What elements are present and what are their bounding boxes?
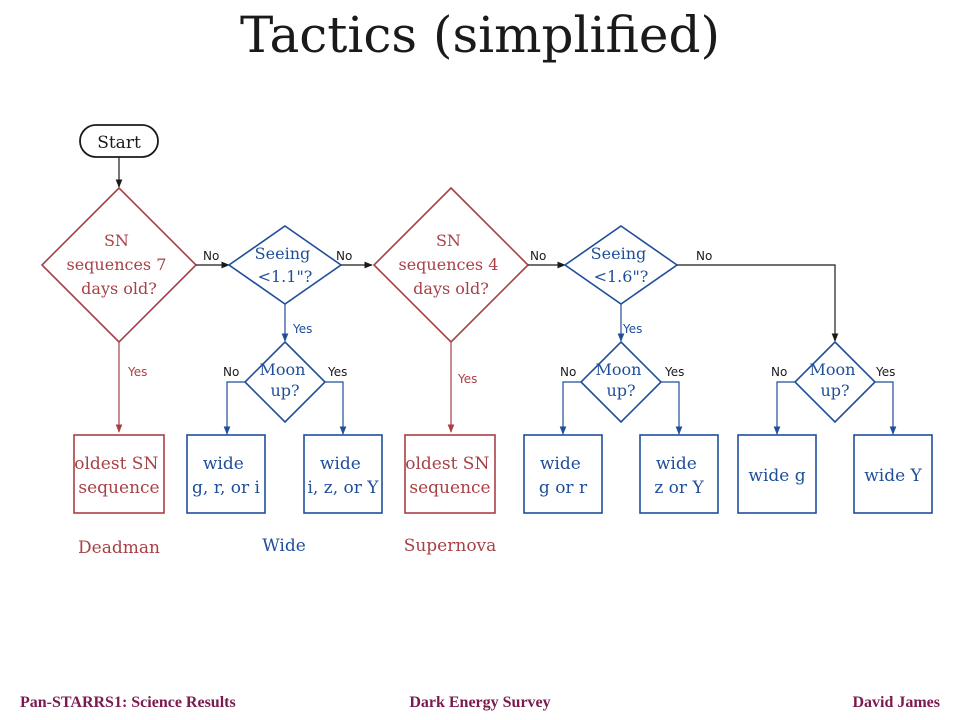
decision-seeing-1-line-2: <1.1"? xyxy=(258,267,313,286)
footer-left: Pan-STARRS1: Science Results xyxy=(20,694,236,711)
edge-seeing1-yes-label: Yes xyxy=(292,322,312,336)
box-wide-Y: wide Y xyxy=(853,434,933,514)
start-label: Start xyxy=(97,133,141,153)
group-label-wide: Wide xyxy=(262,536,306,556)
svg-text:wide i, z, or Y: wide i, z, or Y xyxy=(308,454,380,498)
box-wide-zY-line-1: wide xyxy=(656,454,697,474)
edge-sn7-yes-label: Yes xyxy=(127,365,147,379)
decision-seeing-1: Seeing <1.1"? xyxy=(227,225,343,305)
decision-moon-2-line-2: up? xyxy=(606,381,635,400)
box-wide-gr-line-2: g or r xyxy=(539,478,588,498)
decision-moon-2-line-1: Moon xyxy=(595,360,641,379)
svg-text:oldest SN sequence: oldest SN sequence xyxy=(405,454,495,498)
edge-sn4-no-label: No xyxy=(530,249,546,263)
decision-sn4-line-1: SN xyxy=(436,231,461,250)
svg-text:wide g: wide g xyxy=(748,466,805,486)
group-label-supernova: Supernova xyxy=(404,536,497,556)
box-deadman-oldest-sn: oldest SN sequence xyxy=(73,434,165,514)
decision-moon-2: Moon up? xyxy=(579,340,663,424)
box-wide-gr: wide g or r xyxy=(523,434,603,514)
edge-moon1-yes xyxy=(325,381,347,435)
decision-seeing-1-line-1: Seeing xyxy=(255,244,311,263)
box-wide-Y-line-1: wide Y xyxy=(864,466,922,486)
svg-text:wide g or r: wide g or r xyxy=(539,454,588,498)
decision-sn4-line-3: days old? xyxy=(413,279,489,298)
svg-text:wide z or Y: wide z or Y xyxy=(654,454,704,498)
edge-seeing2-no xyxy=(677,264,839,342)
box-wide-gri-line-2: g, r, or i xyxy=(192,478,261,498)
box-wide-gr-line-1: wide xyxy=(540,454,581,474)
edge-moon3-yes-label: Yes xyxy=(875,365,895,379)
edge-moon2-yes xyxy=(661,381,683,435)
box-supernova-oldest-sn: oldest SN sequence xyxy=(404,434,496,514)
svg-text:Moon up?: Moon up? xyxy=(259,360,310,400)
decision-moon-1: Moon up? xyxy=(243,340,327,424)
edge-seeing2-no-label: No xyxy=(696,249,712,263)
edge-moon1-no-label: No xyxy=(223,365,239,379)
svg-text:Moon up?: Moon up? xyxy=(595,360,646,400)
decision-sn7-line-2: sequences 7 xyxy=(67,255,167,274)
edge-moon2-no xyxy=(559,381,581,435)
box-wide-g: wide g xyxy=(737,434,817,514)
slide-title: Tactics (simplified) xyxy=(240,6,720,64)
decision-sn7-line-1: SN xyxy=(104,231,129,250)
box-deadman-line-2: sequence xyxy=(78,478,159,498)
box-wide-izY: wide i, z, or Y xyxy=(303,434,383,514)
box-wide-zY-line-2: z or Y xyxy=(654,478,704,498)
edge-moon3-yes xyxy=(875,381,897,435)
box-wide-zY: wide z or Y xyxy=(639,434,719,514)
decision-seeing-2-line-2: <1.6"? xyxy=(594,267,649,286)
decision-sn4: SN sequences 4 days old? xyxy=(372,186,530,344)
decision-moon-3-line-2: up? xyxy=(820,381,849,400)
decision-sn7-line-3: days old? xyxy=(81,279,157,298)
footer-right: David James xyxy=(852,694,940,711)
edge-moon3-no xyxy=(773,381,795,435)
decision-seeing-2: Seeing <1.6"? xyxy=(563,225,679,305)
box-wide-gri-line-1: wide xyxy=(203,454,244,474)
box-deadman-line-1: oldest SN xyxy=(74,454,158,474)
svg-text:SN sequences 4 day: SN sequences 4 days old? xyxy=(399,231,504,298)
start-node: Start xyxy=(79,124,159,158)
box-supernova-line-2: sequence xyxy=(409,478,490,498)
decision-moon-1-line-1: Moon xyxy=(259,360,305,379)
decision-moon-1-line-2: up? xyxy=(270,381,299,400)
box-wide-izY-line-1: wide xyxy=(320,454,361,474)
edge-sn4-yes-label: Yes xyxy=(457,372,477,386)
box-supernova-line-1: oldest SN xyxy=(405,454,489,474)
svg-text:wide Y: wide Y xyxy=(864,466,922,486)
edge-moon3-no-label: No xyxy=(771,365,787,379)
edge-moon1-yes-label: Yes xyxy=(327,365,347,379)
svg-text:wide g, r, or i: wide g, r, or i xyxy=(192,454,261,498)
box-wide-gri: wide g, r, or i xyxy=(186,434,266,514)
decision-moon-3: Moon up? xyxy=(793,340,877,424)
edge-sn7-no-label: No xyxy=(203,249,219,263)
decision-sn7: SN sequences 7 days old? xyxy=(40,186,198,344)
box-wide-izY-line-2: i, z, or Y xyxy=(308,478,380,498)
svg-text:oldest SN sequence: oldest SN sequence xyxy=(74,454,164,498)
decision-seeing-2-line-1: Seeing xyxy=(591,244,647,263)
edge-moon1-no xyxy=(223,381,245,435)
decision-moon-3-line-1: Moon xyxy=(809,360,855,379)
svg-text:Seeing <1.1"?: Seeing <1.1"? xyxy=(255,244,316,286)
edge-seeing2-yes-label: Yes xyxy=(622,322,642,336)
group-label-deadman: Deadman xyxy=(78,538,160,558)
footer-center: Dark Energy Survey xyxy=(409,694,551,711)
edge-moon2-no-label: No xyxy=(560,365,576,379)
edge-seeing1-no-label: No xyxy=(336,249,352,263)
svg-text:SN sequences 7 day: SN sequences 7 days old? xyxy=(67,231,172,298)
decision-sn4-line-2: sequences 4 xyxy=(399,255,499,274)
svg-text:Moon up?: Moon up? xyxy=(809,360,860,400)
svg-text:Seeing <1.6"?: Seeing <1.6"? xyxy=(591,244,652,286)
edge-moon2-yes-label: Yes xyxy=(664,365,684,379)
box-wide-g-line-1: wide g xyxy=(748,466,805,486)
